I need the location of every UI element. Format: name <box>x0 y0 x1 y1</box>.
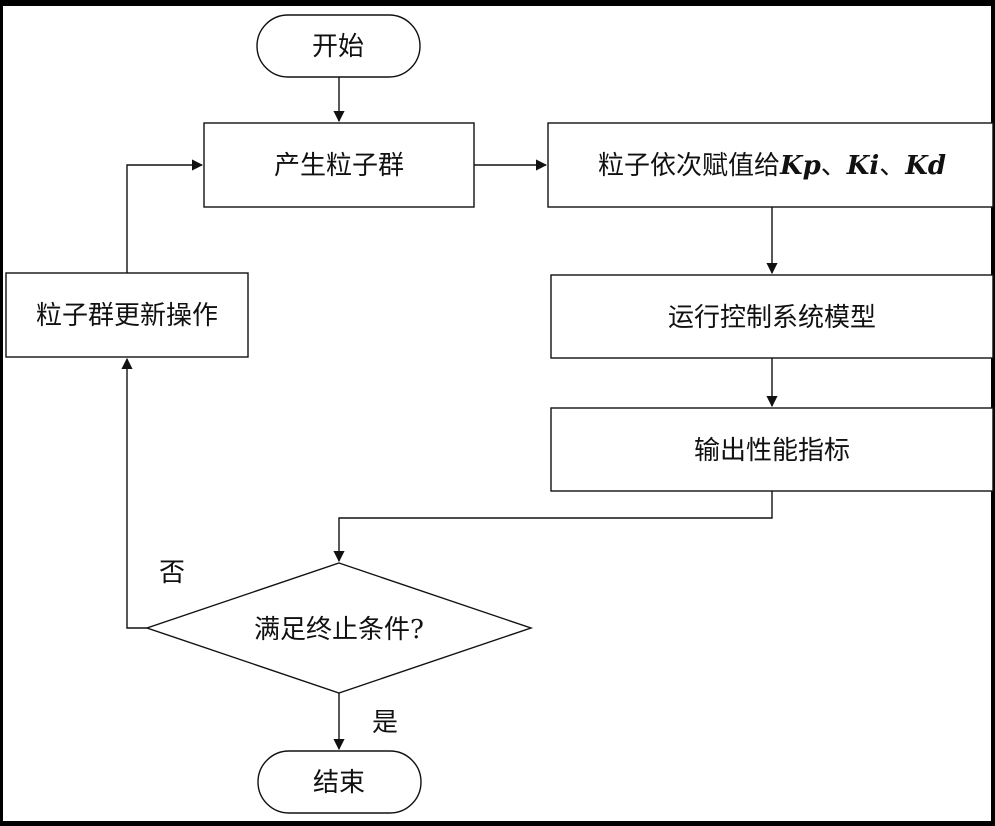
var-ki: Ki <box>846 151 879 181</box>
arrow-decision-no-to-update <box>121 357 147 629</box>
termination-condition-label: 满足终止条件? <box>254 615 424 645</box>
arrow-update-to-generate <box>126 159 204 273</box>
output-metrics-node: 输出性能指标 <box>550 407 994 492</box>
update-swarm-label: 粒子群更新操作 <box>36 301 218 331</box>
no-branch-label: 否 <box>159 558 185 588</box>
assign-prefix: 粒子依次赋值给 <box>598 151 780 181</box>
yes-branch-label: 是 <box>372 708 398 738</box>
assign-params-node: 粒子依次赋值给Kp、Ki、Kd <box>547 122 994 208</box>
start-node: 开始 <box>256 14 421 78</box>
update-swarm-node: 粒子群更新操作 <box>5 272 249 358</box>
start-label: 开始 <box>312 32 364 62</box>
end-label: 结束 <box>313 768 365 798</box>
var-kd: Kd <box>904 151 946 181</box>
separator-1: 、 <box>821 151 847 181</box>
run-model-node: 运行控制系统模型 <box>550 274 994 359</box>
var-kp: Kp <box>779 151 821 181</box>
run-model-label: 运行控制系统模型 <box>668 303 876 333</box>
arrow-output-to-decision <box>333 491 773 563</box>
separator-2: 、 <box>879 151 905 181</box>
generate-swarm-label: 产生粒子群 <box>274 151 404 181</box>
output-metrics-label: 输出性能指标 <box>694 436 850 466</box>
assign-params-label: 粒子依次赋值给Kp、Ki、Kd <box>598 151 946 181</box>
end-node: 结束 <box>257 750 422 814</box>
generate-swarm-node: 产生粒子群 <box>203 122 475 208</box>
termination-decision-node: 满足终止条件? <box>144 562 534 694</box>
